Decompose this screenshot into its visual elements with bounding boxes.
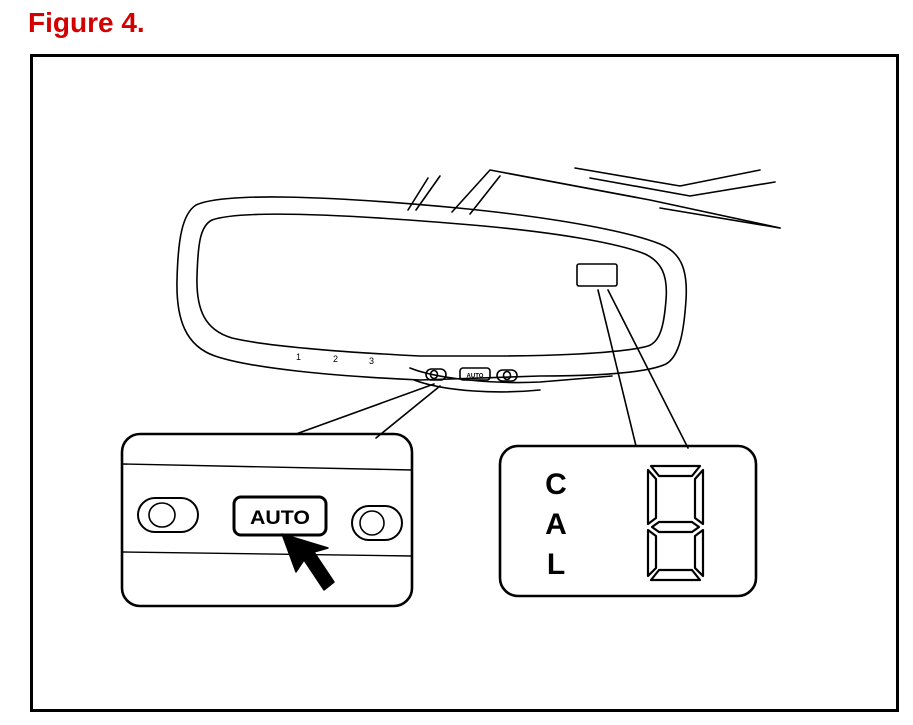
cal-letter-c: C: [545, 468, 567, 501]
mirror-housing-outer: [176, 196, 688, 381]
cal-letter-a: A: [545, 508, 567, 541]
display-panel-zoom: [498, 444, 758, 598]
arrow-pointer-icon: [281, 533, 335, 591]
mirror-right-button[interactable]: [496, 369, 518, 382]
button-panel-zoom: [120, 432, 414, 608]
seven-segment-digit: [646, 464, 705, 582]
windshield-lines: [407, 167, 781, 229]
auto-button-label: AUTO: [250, 508, 310, 529]
figure-frame: [30, 54, 899, 712]
mirror-glass: [196, 213, 668, 357]
mirror-auto-label: AUTO: [467, 374, 484, 380]
position-label-1: 1: [296, 352, 301, 362]
mirror-sensor: [576, 263, 618, 287]
position-label-3: 3: [369, 356, 374, 366]
mirror-left-button[interactable]: [425, 368, 447, 381]
cal-letter-l: L: [547, 548, 565, 581]
figure-title: Figure 4.: [28, 7, 145, 38]
left-oval-button[interactable]: [137, 497, 199, 533]
mirror-auto-button[interactable]: [459, 367, 491, 381]
right-oval-button[interactable]: [351, 505, 403, 541]
callout-lines-buttons: [295, 383, 441, 439]
callout-lines-display: [597, 289, 689, 449]
auto-button[interactable]: [232, 495, 328, 537]
position-label-2: 2: [333, 354, 338, 364]
